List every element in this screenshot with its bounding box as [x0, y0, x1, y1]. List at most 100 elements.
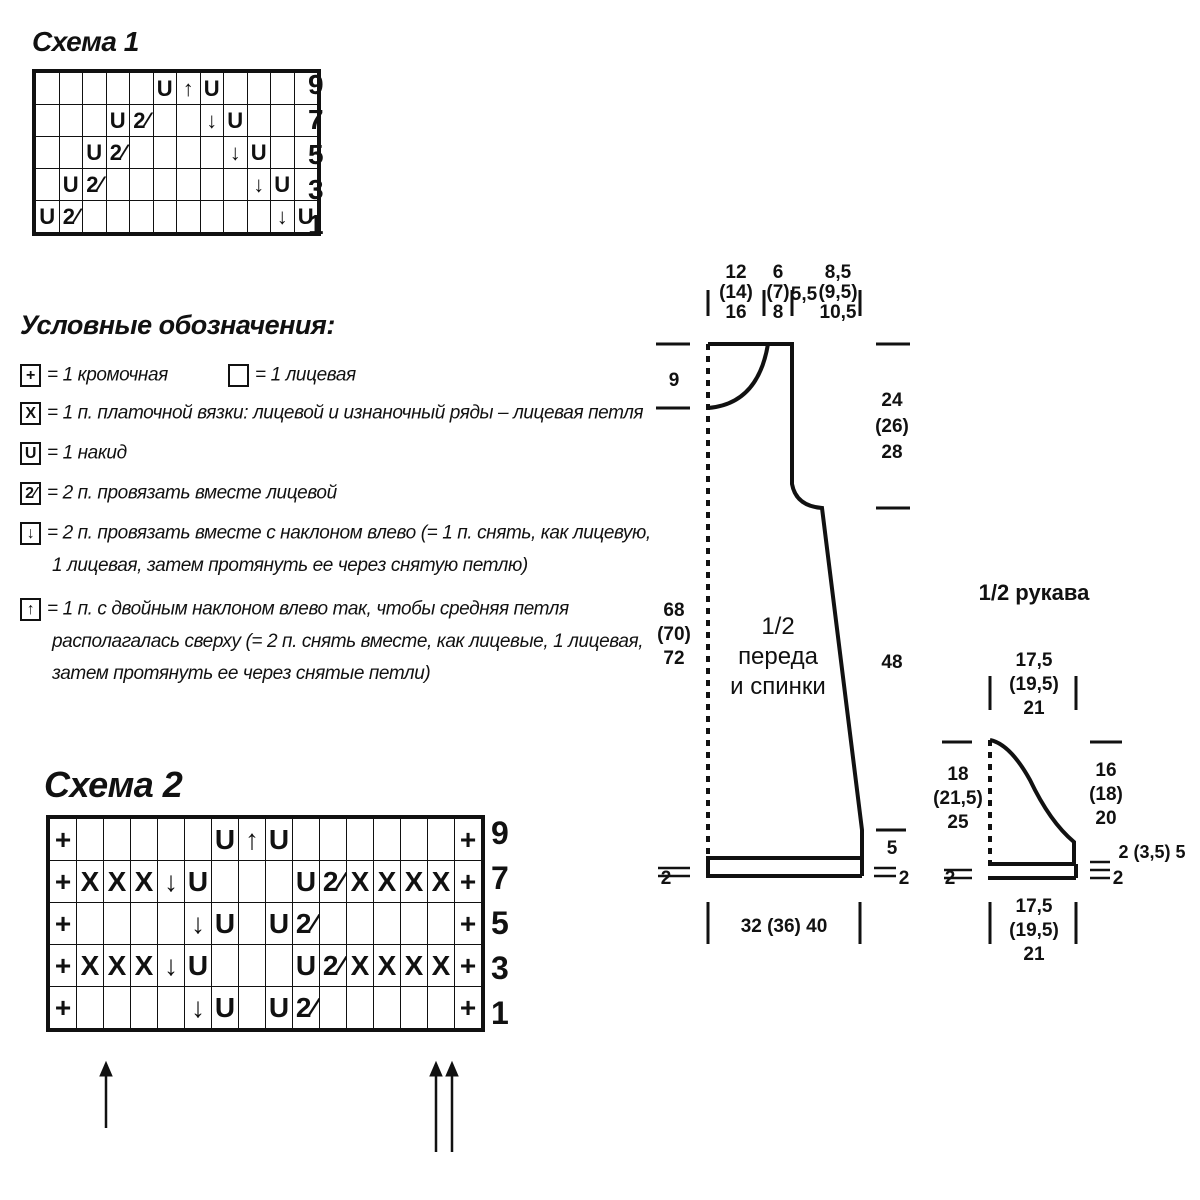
row-number: 3 [308, 174, 324, 205]
chart-cell [373, 902, 401, 945]
chart-cell: + [49, 944, 77, 987]
legend-item: += 1 кромочная [20, 364, 168, 387]
chart-cell: + [49, 986, 77, 1029]
chart-cell [427, 986, 455, 1029]
row-number: 9 [308, 69, 324, 100]
chart-cell [199, 200, 224, 233]
legend-text: = 1 п. с двойным наклоном влево так, что… [47, 598, 569, 620]
row-number: 7 [308, 104, 324, 135]
sleeve-piece-outline [988, 738, 1078, 880]
body-top-width-3: 5,5 [791, 284, 818, 305]
chart-cell: U [105, 104, 130, 137]
body-armhole: 24(26)28 [875, 390, 909, 463]
row-number: 3 [491, 950, 509, 986]
chart-cell [246, 104, 271, 137]
body-rib-left: 2 [661, 868, 672, 889]
body-rib-right: 2 [899, 868, 910, 889]
chart-cell [223, 200, 248, 233]
chart-cell [152, 168, 177, 201]
chart-cell [373, 986, 401, 1029]
legend-item: 2⁄= 2 п. провязать вместе лицевой [20, 482, 337, 505]
chart-cell [103, 902, 131, 945]
chart-row: +U↑U+ [49, 818, 482, 861]
body-top-width-1: 12(14)16 [719, 262, 753, 323]
chart-cell [58, 72, 83, 105]
legend-text-line: располагалась сверху (= 2 п. снять вмест… [52, 631, 644, 652]
legend-symbol: 2⁄ [20, 482, 41, 505]
legend-item: U= 1 накид [20, 442, 127, 465]
legend-item: X= 1 п. платочной вязки: лицевой и изнан… [20, 402, 644, 425]
chart-cell [293, 136, 318, 169]
chart-row: U↑U [35, 72, 318, 105]
chart-cell [105, 200, 130, 233]
chart-cell [129, 72, 154, 105]
body-length: 68(70)72 [657, 600, 691, 669]
chart-cell [265, 944, 293, 987]
body-dimensions: 12(14)16 6(7)8 5,5 8,5(9,5)10,5 9 24(26)… [657, 262, 909, 937]
body-hem-right: 5 [887, 838, 898, 859]
legend-symbol: U [20, 442, 41, 465]
sleeve-rib-small-right: 2 [1113, 868, 1124, 889]
schema2-arrows [99, 1060, 459, 1152]
chart-cell [82, 104, 107, 137]
chart-cell: + [49, 902, 77, 945]
chart-cell [293, 72, 318, 105]
chart-cell [103, 818, 131, 861]
legend-item: ↑ = 1 п. с двойным наклоном влево так, чт… [20, 598, 644, 685]
chart-cell: ↓ [184, 986, 212, 1029]
legend-symbol [228, 364, 249, 387]
chart-cell: 2⁄ [129, 104, 154, 137]
chart-cell: 2⁄ [319, 944, 347, 987]
chart-cell [152, 104, 177, 137]
chart-cell: + [454, 902, 482, 945]
sleeve-cap-left: 18(21,5)25 [933, 764, 983, 833]
chart-cell: U [184, 860, 212, 903]
chart-cell: U [270, 168, 295, 201]
chart-cell: + [454, 986, 482, 1029]
body-neck-depth: 9 [669, 370, 680, 391]
legend-symbol: ↑ [20, 598, 41, 621]
chart-cell: U [265, 986, 293, 1029]
legend-item: ↓= 2 п. провязать вместе с наклоном влев… [20, 522, 651, 577]
chart-cell: X [346, 944, 374, 987]
body-bottom-width: 32 (36) 40 [741, 916, 828, 937]
sleeve-dimensions: 17,5(19,5)21 18(21,5)25 16(18)20 2 (3,5)… [933, 650, 1185, 965]
chart-cell: U [211, 986, 239, 1029]
chart-cell: ↓ [270, 200, 295, 233]
chart-cell: X [373, 860, 401, 903]
chart-cell: ↓ [223, 136, 248, 169]
legend-text-line: затем протянуть ее через снятые петли) [52, 663, 431, 684]
chart-cell: X [400, 860, 428, 903]
row-number: 5 [308, 139, 324, 170]
legend-item: = 1 лицевая [228, 364, 356, 387]
legend-symbol: + [20, 364, 41, 387]
chart-cell: X [427, 860, 455, 903]
chart-cell: X [76, 860, 104, 903]
chart-cell [35, 136, 60, 169]
chart-cell [82, 200, 107, 233]
row-number: 1 [308, 209, 324, 240]
chart-cell: U [199, 72, 224, 105]
chart-cell: + [454, 818, 482, 861]
sleeve-top-width: 17,5(19,5)21 [1009, 650, 1059, 719]
row-number: 5 [491, 905, 509, 941]
sleeve-dimension-ticks [942, 676, 1122, 944]
body-top-width-2: 6(7)8 [766, 262, 789, 323]
chart-cell: ↑ [238, 818, 266, 861]
sleeve-title: 1/2 рукава [979, 580, 1091, 605]
schema1-title: Схема 1 [32, 26, 139, 57]
chart-cell [346, 986, 374, 1029]
body-side: 48 [881, 652, 902, 673]
chart-cell: ↓ [199, 104, 224, 137]
schema2-title: Схема 2 [44, 764, 183, 805]
sleeve-rib-left: 2 [945, 868, 956, 889]
row-number: 7 [491, 860, 509, 896]
sleeve-rib-right: 2 (3,5) 5 [1118, 842, 1185, 862]
chart-cell [130, 986, 158, 1029]
